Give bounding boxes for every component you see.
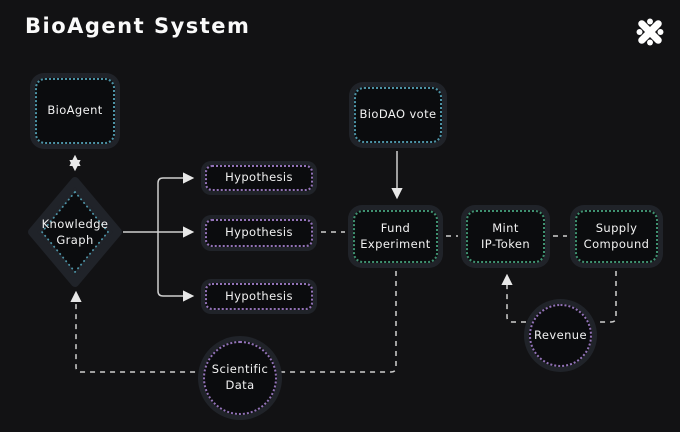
edge-knowledgegraph-hypothesis1: [157, 172, 195, 232]
edge-knowledgegraph-hypothesis3: [157, 232, 195, 302]
node-hypothesis-3: Hypothesis: [201, 279, 317, 314]
edge-supplycompound-revenue: [598, 271, 617, 323]
node-scientific-data: Scientific Data: [198, 336, 282, 420]
node-fund-experiment: Fund Experiment: [348, 205, 443, 268]
edge-fundexperiment-knowledgegraph-loop: [70, 271, 397, 373]
node-hypothesis-1: Hypothesis: [201, 161, 317, 195]
edge-revenue-mintiptoken: [501, 273, 526, 323]
node-biodao-vote: BioDAO vote: [349, 82, 447, 148]
node-mint-ip-token-label-line1: Mint: [492, 220, 519, 235]
node-biodao-vote-label: BioDAO vote: [359, 107, 437, 122]
node-fund-experiment-label-line1: Fund: [380, 220, 411, 235]
node-revenue-label: Revenue: [534, 327, 587, 342]
node-supply-compound-label-line2: Compound: [583, 236, 650, 251]
node-hypothesis-2: Hypothesis: [201, 215, 317, 251]
node-bioagent-label: BioAgent: [47, 103, 103, 118]
node-fund-experiment-label-line2: Experiment: [360, 236, 431, 251]
node-hypothesis-2-label: Hypothesis: [225, 225, 293, 240]
node-hypothesis-1-label: Hypothesis: [225, 170, 293, 185]
node-supply-compound: Supply Compound: [570, 205, 663, 268]
diagram-title: BioAgent System: [25, 14, 251, 38]
node-bioagent: BioAgent: [30, 73, 120, 149]
node-revenue: Revenue: [524, 299, 597, 372]
node-knowledge-graph: Knowledge Graph: [27, 176, 123, 288]
node-scientific-data-label-line1: Scientific: [211, 362, 269, 377]
bio-flower-icon: [636, 18, 664, 46]
node-supply-compound-label-line1: Supply: [595, 220, 638, 235]
node-mint-ip-token-label-line2: IP-Token: [480, 236, 531, 251]
node-hypothesis-3-label: Hypothesis: [225, 288, 293, 303]
node-scientific-data-label-line2: Data: [225, 378, 255, 392]
node-knowledge-graph-label-line1: Knowledge: [41, 216, 109, 231]
node-mint-ip-token: Mint IP-Token: [461, 205, 550, 268]
diamond-shape: [28, 177, 122, 287]
node-knowledge-graph-label-line2: Graph: [56, 233, 94, 247]
